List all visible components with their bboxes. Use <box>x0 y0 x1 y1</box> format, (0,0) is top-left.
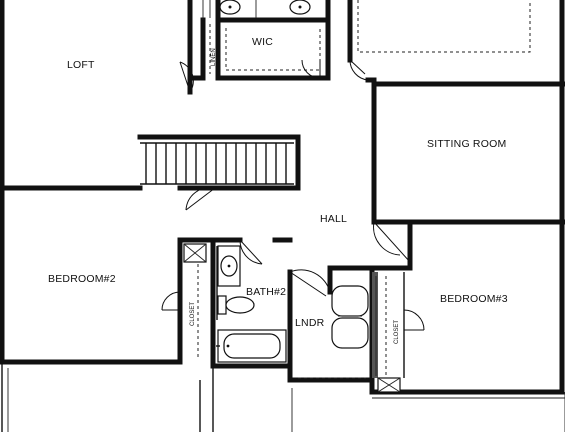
hall-door-swings <box>185 187 411 297</box>
lower-edges <box>1 362 565 432</box>
staircase <box>140 142 294 185</box>
label-bedroom2: BEDROOM#2 <box>48 273 116 285</box>
label-hall: HALL <box>320 213 347 225</box>
label-linen: LINEN <box>211 48 217 66</box>
room-labels: LOFT WIC LINEN SITTING ROOM HALL BEDROOM… <box>48 36 508 344</box>
label-bedroom3: BEDROOM#3 <box>440 293 508 305</box>
walls <box>0 0 565 395</box>
label-lndr: LNDR <box>295 317 325 329</box>
label-bath2: BATH#2 <box>246 286 286 298</box>
bedroom2-closet <box>161 243 207 358</box>
bath2-fixtures <box>216 245 287 363</box>
label-closet-right: CLOSET <box>394 320 400 344</box>
label-sitting-room: SITTING ROOM <box>427 138 506 150</box>
laundry-appliances <box>298 285 369 379</box>
label-wic: WIC <box>252 36 273 48</box>
wic-shelves <box>225 28 321 79</box>
label-loft: LOFT <box>67 59 95 71</box>
vanity-sinks <box>202 0 311 20</box>
upper-right-dashed-outline <box>349 0 531 81</box>
loft-opening <box>179 61 194 93</box>
bedroom3-closet <box>372 272 425 393</box>
label-closet-left: CLOSET <box>190 302 196 326</box>
